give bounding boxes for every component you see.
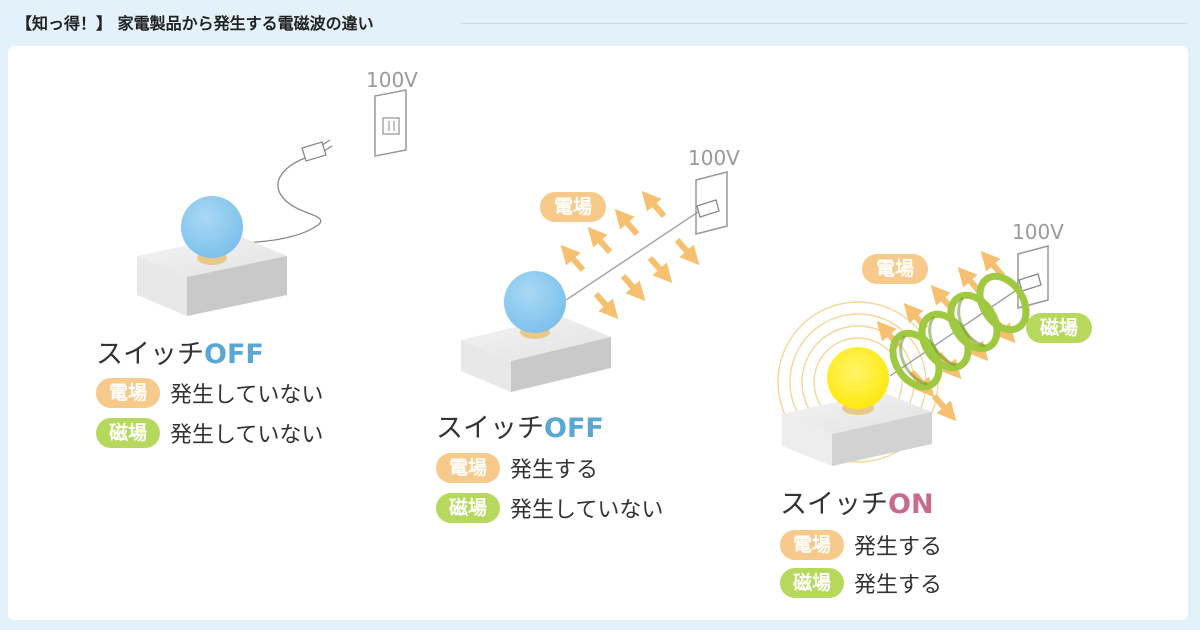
scene-1-switch-label: スイッチOFF xyxy=(96,332,264,371)
voltage-label: 100V xyxy=(688,146,740,170)
electric-field-status: 発生する xyxy=(854,535,943,560)
electric-field-tag: 電場 xyxy=(862,254,929,284)
scene-1-magnetic-row: 磁場 発生していない xyxy=(96,418,323,448)
scene-2-magnetic-row: 磁場 発生していない xyxy=(436,493,663,523)
header-divider xyxy=(460,23,1188,24)
scene-1-illustration xyxy=(137,89,407,316)
switch-text: スイッチ xyxy=(96,339,204,370)
light-bulb-icon xyxy=(827,347,889,409)
voltage-label: 100V xyxy=(366,68,418,92)
magnetic-field-pill: 磁場 xyxy=(436,493,501,523)
electric-field-tag: 電場 xyxy=(540,192,607,222)
magnetic-coil-icon xyxy=(889,272,1030,391)
light-bulb-icon xyxy=(181,196,243,258)
electric-field-pill: 電場 xyxy=(436,453,501,483)
magnetic-field-status: 発生していない xyxy=(510,498,664,523)
scene-3-switch-label: スイッチON xyxy=(780,482,934,521)
electric-field-pill: 電場 xyxy=(780,530,845,560)
switch-state: OFF xyxy=(544,413,604,444)
magnetic-field-status: 発生する xyxy=(854,573,943,598)
scene-1-electric-row: 電場 発生していない xyxy=(96,378,323,408)
electric-field-status: 発生していない xyxy=(170,383,324,408)
electric-field-pill: 電場 xyxy=(96,378,161,408)
switch-state: OFF xyxy=(204,339,264,370)
wall-outlet-icon xyxy=(374,89,407,157)
magnetic-field-status: 発生していない xyxy=(170,423,324,448)
wall-outlet-icon xyxy=(695,171,728,235)
electric-field-status: 発生する xyxy=(510,458,599,483)
scene-2-switch-label: スイッチOFF xyxy=(436,406,604,445)
scene-3-electric-row: 電場 発生する xyxy=(780,530,942,560)
voltage-label: 100V xyxy=(1012,220,1064,244)
wall-outlet-icon xyxy=(1017,245,1049,309)
scene-3-magnetic-row: 磁場 発生する xyxy=(780,568,942,598)
scene-2-electric-row: 電場 発生する xyxy=(436,453,598,483)
magnetic-field-pill: 磁場 xyxy=(780,568,845,598)
header: 【知っ得！】 家電製品から発生する電磁波の違い xyxy=(0,0,1200,44)
switch-text: スイッチ xyxy=(780,489,888,520)
switch-text: スイッチ xyxy=(436,413,544,444)
light-bulb-icon xyxy=(504,271,566,333)
magnetic-field-pill: 磁場 xyxy=(96,418,161,448)
scene-2-illustration xyxy=(461,171,728,392)
switch-state: ON xyxy=(888,489,934,520)
page-title: 【知っ得！】 家電製品から発生する電磁波の違い xyxy=(16,14,374,33)
plug-icon xyxy=(301,139,333,162)
electric-field-arrows xyxy=(560,190,700,320)
magnetic-field-tag: 磁場 xyxy=(1026,313,1093,343)
scene-3-illustration xyxy=(777,245,1049,466)
